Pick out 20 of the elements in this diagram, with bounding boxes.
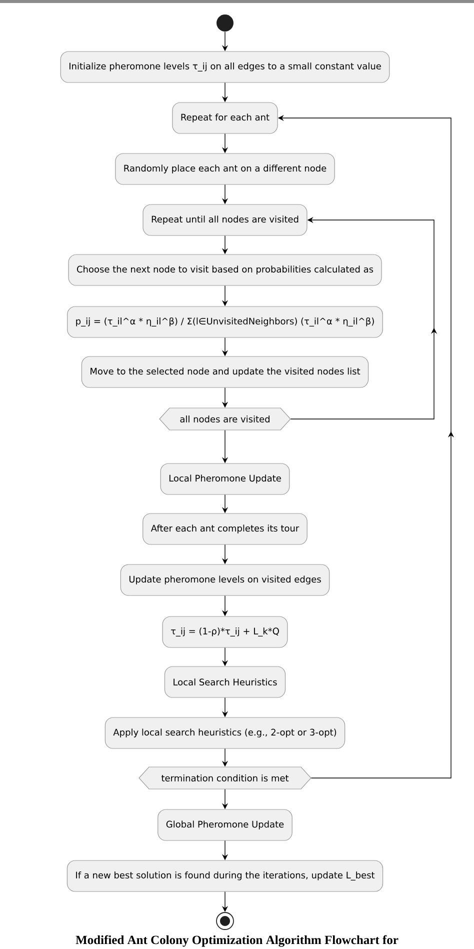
process-box: Apply local search heuristics (e.g., 2-opt or 3-opt) bbox=[104, 717, 346, 749]
process-box: Move to the selected node and update the visited nodes list bbox=[81, 356, 369, 388]
process-box: If a new best solution is found during the iterations, update L_best bbox=[66, 860, 384, 892]
process-box: τ_ij = (1-ρ)*τ_ij + L_k*Q bbox=[162, 616, 288, 648]
process-box: Repeat for each ant bbox=[172, 102, 278, 134]
decision-hexagon: all nodes are visited bbox=[159, 408, 291, 430]
process-box: Initialize pheromone levels τ_ij on all edges to a small constant value bbox=[60, 51, 390, 83]
process-box: Global Pheromone Update bbox=[158, 809, 292, 841]
process-box: Randomly place each ant on a different node bbox=[115, 153, 335, 185]
process-box: Local Pheromone Update bbox=[160, 463, 290, 495]
process-box: Repeat until all nodes are visited bbox=[142, 204, 308, 236]
end-circle bbox=[216, 912, 234, 930]
decision-hexagon: termination condition is met bbox=[138, 766, 312, 790]
process-box: After each ant completes its tour bbox=[142, 513, 308, 545]
process-box: Choose the next node to visit based on probabilities calculated as bbox=[68, 254, 382, 286]
process-box: Local Search Heuristics bbox=[164, 666, 286, 698]
start-circle bbox=[216, 14, 234, 32]
process-box: Update pheromone levels on visited edges bbox=[120, 564, 330, 596]
process-box: p_ij = (τ_il^α * η_il^β) / Σ(l∈UnvisitedNeighbors) (τ_il^α * η_il^β) bbox=[67, 306, 383, 338]
caption: Modified Ant Colony Optimization Algorithm Flowchart for bbox=[76, 935, 398, 947]
